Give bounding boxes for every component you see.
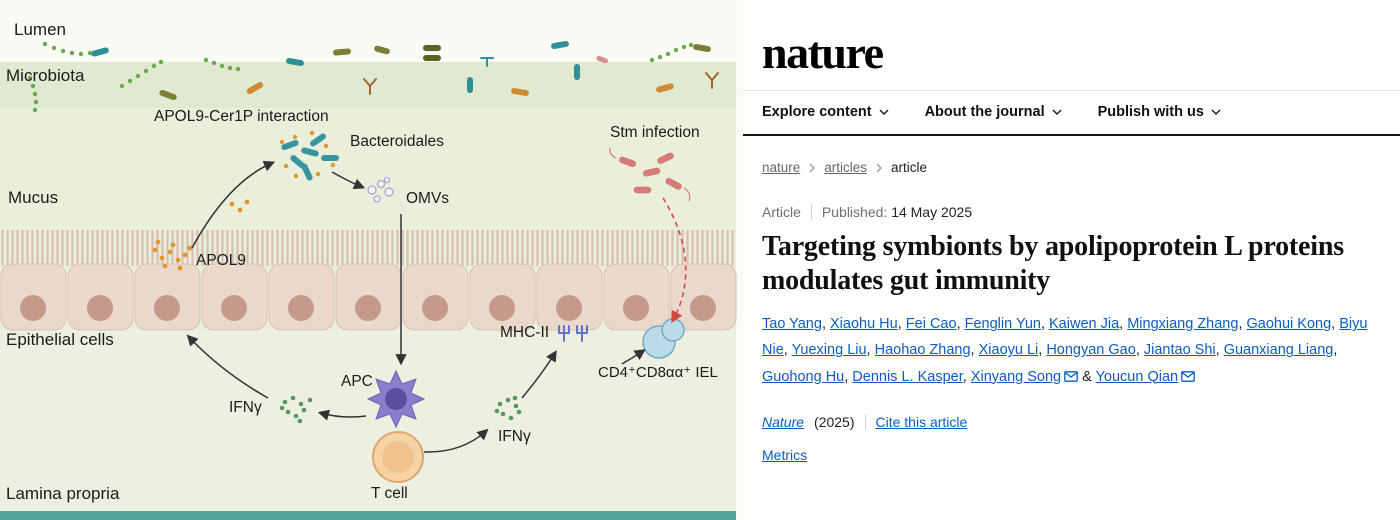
apc-cell (366, 369, 426, 429)
journal-divider (864, 413, 866, 430)
email-icon[interactable] (1064, 364, 1078, 390)
breadcrumb-separator (809, 163, 816, 173)
author-link[interactable]: Hongyan Gao (1046, 342, 1136, 359)
breadcrumb-separator (876, 163, 882, 173)
author-link[interactable]: Youcun Qian (1095, 368, 1179, 385)
author-link[interactable]: Fenglin Yun (964, 316, 1041, 333)
bacteria-chains (27, 41, 694, 113)
iel-cell (642, 318, 685, 359)
label-t-cell: T cell (371, 485, 408, 502)
mhc2-icon (558, 325, 588, 342)
label-ifng-right: IFNγ (498, 428, 531, 445)
apol9-dots (152, 199, 250, 271)
author-link[interactable]: Xinyang Song (970, 368, 1062, 385)
ifng-dots-right (494, 395, 522, 421)
nature-logo[interactable]: nature (762, 27, 884, 78)
published-label: Published: (821, 204, 888, 220)
label-microbiota: Microbiota (6, 66, 85, 85)
top-nav: Explore content About the journal Publish … (743, 90, 1400, 134)
stm-dashed-arrow (662, 197, 687, 324)
label-apol9: APOL9 (196, 252, 246, 269)
author-link[interactable]: Yuexing Liu (791, 342, 867, 359)
nav-item-label: About the journal (924, 104, 1045, 120)
label-lumen: Lumen (14, 20, 66, 39)
author-link[interactable]: Mingxiang Zhang (1127, 316, 1239, 333)
bottom-bar (0, 511, 736, 520)
chevron-down-icon (1211, 109, 1221, 115)
t-cell (372, 431, 424, 483)
author-link[interactable]: Kaiwen Jia (1049, 316, 1120, 333)
label-lamina-propria: Lamina propria (6, 484, 120, 503)
chevron-right-icon (809, 163, 816, 172)
author-link[interactable]: Guanxiang Liang (1223, 342, 1334, 359)
figure-gut-immunity: Lumen Microbiota Mucus Epithelial cells … (0, 20, 737, 520)
nav-item[interactable]: About the journal (925, 104, 1062, 120)
email-icon[interactable] (1181, 364, 1195, 390)
breadcrumb-item[interactable]: nature (762, 160, 801, 175)
figure-illustration (0, 40, 737, 520)
meta-divider (810, 204, 812, 220)
bacteria-t-icon (480, 57, 494, 67)
journal-year: (2025) (814, 413, 855, 430)
label-mhc2: MHC-II (500, 324, 550, 341)
omv-vesicles (367, 176, 394, 203)
antibody-y-icon (705, 72, 719, 89)
breadcrumb-item[interactable]: articles (824, 160, 868, 175)
epithelial-nuclei (20, 295, 716, 321)
label-omvs: OMVs (406, 190, 450, 207)
author-link[interactable]: Fei Cao (905, 316, 957, 333)
label-epithelial-cells: Epithelial cells (6, 330, 114, 349)
nav-item[interactable]: Publish with us (1098, 104, 1221, 120)
label-apol9-cer1p: APOL9-Cer1P interaction (154, 108, 329, 125)
lamina-propria-background (0, 330, 736, 512)
article-meta: Article Published: 14 May 2025 (762, 204, 1376, 220)
antibody-y-icon (363, 78, 377, 95)
chevron-down-icon (879, 109, 889, 115)
author-link[interactable]: Xiaohu Hu (830, 316, 898, 333)
journal-line: Nature (2025) Cite this article (762, 413, 1376, 430)
author-link[interactable]: Haohao Zhang (874, 342, 971, 359)
label-bacteroidales: Bacteroidales (350, 133, 444, 150)
chevron-right-icon (876, 163, 882, 172)
breadcrumb-item: article (891, 160, 928, 175)
article-type-label: Article (762, 204, 801, 220)
label-ifng-left: IFNγ (229, 399, 262, 416)
author-link[interactable]: Gaohui Kong (1246, 316, 1332, 333)
label-apc: APC (341, 373, 373, 390)
nav-item[interactable]: Explore content (762, 104, 889, 120)
author-list: Tao Yang, Xiaohu Hu, Fei Cao, Fenglin Yu… (762, 311, 1376, 389)
author-link[interactable]: Biyu Nie (762, 316, 1368, 359)
breadcrumb: nature articles article (762, 160, 1376, 175)
chevron-down-icon (1052, 109, 1062, 115)
author-link[interactable]: Xiaoyu Li (978, 342, 1039, 359)
stm-bacteria (609, 147, 691, 202)
author-link[interactable]: Tao Yang (762, 316, 822, 333)
author-link[interactable]: Jiantao Shi (1143, 342, 1216, 359)
article-title: Targeting symbionts by apolipoprotein L … (762, 231, 1344, 297)
nav-item-label: Explore content (762, 104, 872, 120)
ifng-dots-left (279, 395, 313, 424)
author-link[interactable]: Guohong Hu (762, 368, 845, 385)
author-link[interactable]: Dennis L. Kasper (852, 368, 963, 385)
label-iel: CD4⁺CD8αα⁺ IEL (598, 364, 718, 381)
nav-item-label: Publish with us (1097, 104, 1204, 120)
microbiota-bacteria (27, 40, 719, 113)
journal-link[interactable]: Nature (762, 413, 805, 430)
metrics-link[interactable]: Metrics (762, 446, 808, 463)
brush-border (0, 228, 736, 266)
label-mucus: Mucus (8, 188, 59, 207)
nav-divider (743, 134, 1400, 136)
published-date: 14 May 2025 (891, 204, 973, 220)
cite-link[interactable]: Cite this article (875, 413, 968, 430)
bacteroidales-cluster (279, 130, 339, 181)
arrows (186, 160, 646, 453)
label-stm-infection: Stm infection (610, 124, 700, 141)
